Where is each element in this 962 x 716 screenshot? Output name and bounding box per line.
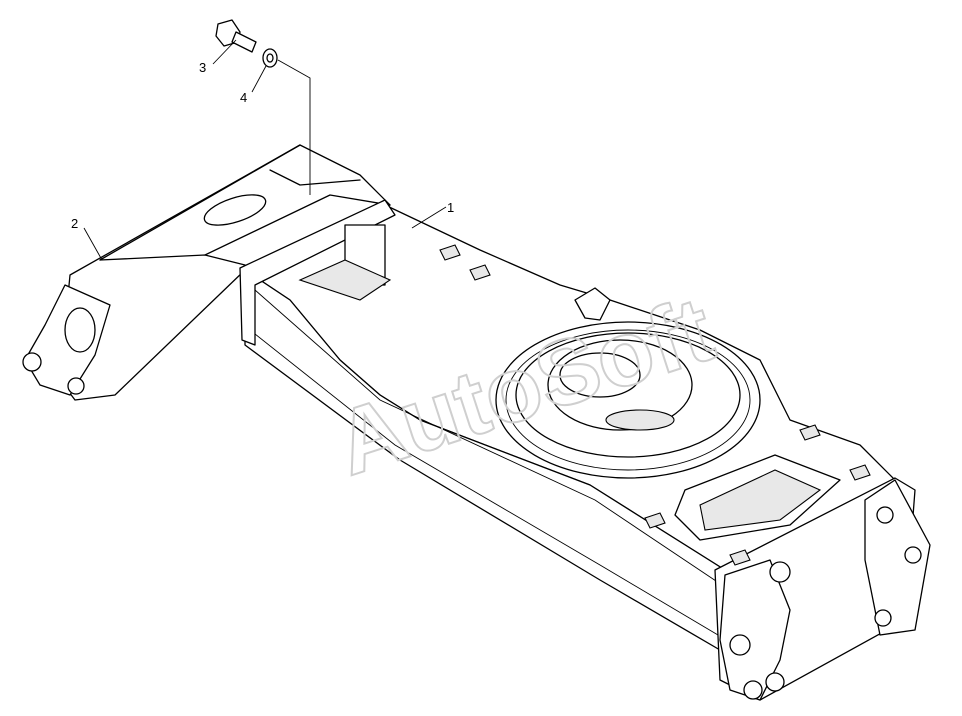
part-3-bolt	[215, 19, 257, 53]
part-4-washer	[262, 48, 278, 68]
leader-1	[411, 206, 447, 229]
callout-1: 1	[447, 200, 454, 215]
callout-3: 3	[199, 60, 206, 75]
bolt-axis-line	[277, 59, 311, 195]
leader-4	[251, 65, 267, 93]
callout-4: 4	[240, 90, 247, 105]
part-2-arm-bracket	[22, 144, 391, 401]
leader-2	[83, 227, 103, 261]
leader-3	[212, 39, 237, 65]
callout-2: 2	[71, 216, 78, 231]
part-1-main-frame	[239, 199, 931, 701]
